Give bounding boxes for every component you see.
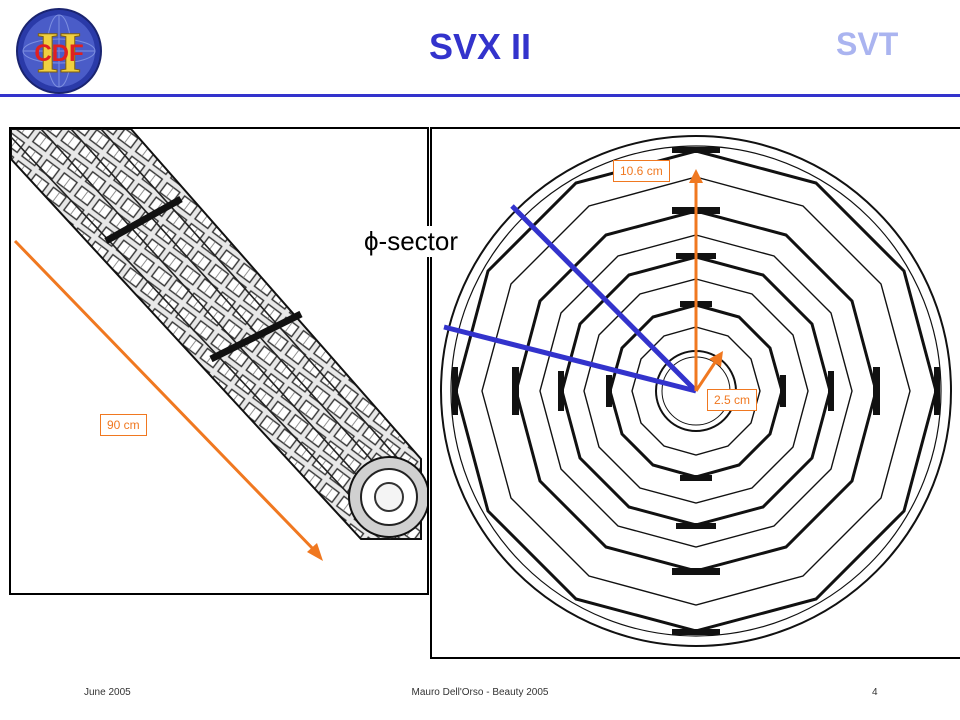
length-arrow bbox=[13, 239, 318, 554]
footer-author: Mauro Dell'Orso - Beauty 2005 bbox=[411, 687, 549, 698]
page-title: SVX II bbox=[428, 26, 532, 67]
footer-page-number: 4 bbox=[872, 687, 878, 698]
title-rule bbox=[0, 94, 960, 97]
length-label: 90 cm bbox=[100, 414, 147, 436]
cdf-logo: II CDF bbox=[14, 6, 104, 96]
cdf-logo-graphic: II CDF bbox=[16, 8, 102, 94]
barrel-view-panel bbox=[9, 127, 430, 595]
logo-text: CDF bbox=[34, 40, 83, 67]
outer-radius-arrowhead bbox=[689, 169, 703, 183]
outer-radius-label: 10.6 cm bbox=[613, 160, 670, 182]
phi-sector-label: ϕ-sector bbox=[360, 226, 463, 257]
cross-section-drawing bbox=[440, 135, 952, 647]
footer-date: June 2005 bbox=[84, 687, 131, 698]
sector-edge-upper bbox=[510, 204, 698, 393]
inner-radius-label: 2.5 cm bbox=[707, 389, 758, 411]
sector-edge-lower bbox=[443, 324, 697, 394]
inner-radius-arrowhead bbox=[709, 351, 723, 367]
logo-numeral: II bbox=[36, 20, 81, 85]
barrel-drawing bbox=[10, 128, 430, 561]
svt-label: SVT bbox=[836, 26, 899, 62]
inner-radius-arrow bbox=[694, 360, 718, 392]
cross-section-panel bbox=[430, 127, 960, 659]
length-arrowhead bbox=[307, 543, 323, 561]
